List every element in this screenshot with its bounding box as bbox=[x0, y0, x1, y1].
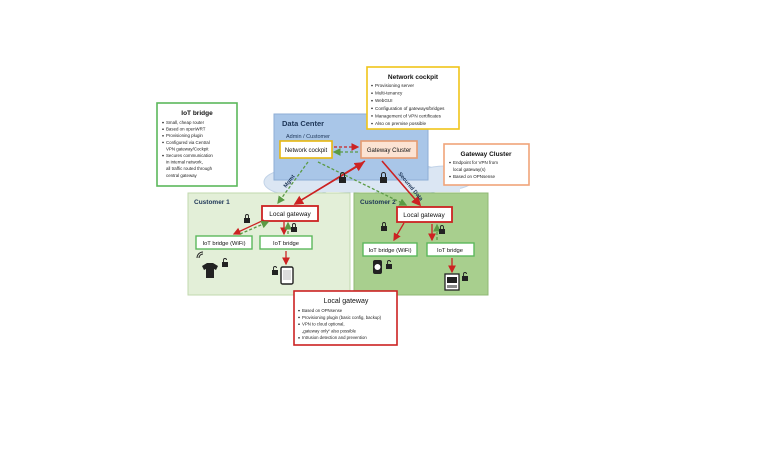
data-center-title: Data Center bbox=[282, 119, 324, 128]
note-list-item: Based on openWRT bbox=[166, 127, 206, 132]
customer1-local-gateway: Local gateway bbox=[261, 205, 319, 222]
smartphone-icon bbox=[280, 266, 294, 285]
customer2-iot-bridge-wifi: IoT bridge (WiFi) bbox=[362, 242, 418, 257]
note-list-item: Intrusion detection and prevention bbox=[302, 335, 367, 340]
note-list-item: Provisioning server bbox=[375, 83, 415, 88]
open-lock-icon bbox=[222, 258, 228, 267]
gateway-cluster-note: Gateway Cluster Endpoint for VPN from loc… bbox=[443, 143, 530, 186]
customer2-title: Customer 2 bbox=[360, 199, 396, 206]
lock-icon bbox=[381, 222, 387, 231]
bullet-icon bbox=[371, 99, 373, 102]
network-cockpit-label: Network cockpit bbox=[285, 148, 328, 154]
customer2-iot-bridge-label: IoT bridge bbox=[437, 248, 463, 254]
gateway-cluster-note-title: Gateway Cluster bbox=[461, 151, 512, 158]
lock-icon bbox=[291, 223, 297, 232]
network-cockpit-note-title: Network cockpit bbox=[388, 74, 439, 81]
local-gateway-note: Local gateway Based on OPNsenseProvision… bbox=[293, 290, 398, 346]
note-list-item: WebGUI bbox=[375, 98, 393, 103]
customer1-iot-bridge: IoT bridge bbox=[259, 235, 313, 250]
note-list-item: central gateway bbox=[166, 173, 198, 178]
note-list-item: „gateway only“ also possible bbox=[302, 328, 357, 333]
iot-bridge-note-title: IoT bridge bbox=[181, 110, 213, 117]
watch-icon bbox=[373, 260, 382, 274]
cockpit-cluster-links bbox=[332, 143, 360, 156]
note-list-item: Provisioning plugin (basic config, backu… bbox=[302, 315, 382, 320]
note-list-item: VPN gateway/Cockpit bbox=[166, 146, 209, 151]
local-gateway-note-title: Local gateway bbox=[324, 298, 369, 305]
note-list-item: Configuration of gateways/bridges bbox=[375, 106, 445, 111]
customer1-local-gateway-label: Local gateway bbox=[269, 211, 311, 218]
note-list-item: VPN to cloud optional, bbox=[302, 322, 345, 327]
network-cockpit-note: Network cockpit Provisioning serverMulti… bbox=[366, 66, 460, 130]
open-lock-icon bbox=[272, 266, 278, 275]
bullet-icon bbox=[449, 175, 451, 178]
bullet-icon bbox=[162, 141, 164, 144]
bullet-icon bbox=[298, 316, 300, 319]
open-lock-icon bbox=[386, 260, 392, 269]
bullet-icon bbox=[371, 115, 373, 117]
note-list-item: all traffic routed through bbox=[166, 166, 213, 171]
customer2-iot-bridge-wifi-label: IoT bridge (WiFi) bbox=[368, 248, 411, 254]
bullet-icon bbox=[449, 161, 451, 164]
lock-icon bbox=[439, 225, 445, 234]
bullet-icon bbox=[298, 337, 300, 339]
customer1-title: Customer 1 bbox=[194, 199, 230, 206]
customer1-iot-bridge-wifi-label: IoT bridge (WiFi) bbox=[202, 241, 245, 247]
wifi-icon bbox=[196, 251, 204, 259]
note-list-item: Based on OPNsense bbox=[453, 174, 496, 179]
terminal-device-icon bbox=[444, 273, 460, 291]
note-list-item: Multi-tenancy bbox=[375, 91, 403, 96]
bullet-icon bbox=[162, 121, 164, 124]
open-lock-icon bbox=[462, 272, 468, 281]
bullet-icon bbox=[162, 128, 164, 130]
lock-icon bbox=[244, 214, 250, 223]
bullet-icon bbox=[371, 122, 373, 125]
tshirt-icon bbox=[202, 263, 218, 278]
gateway-cluster-label: Gateway Cluster bbox=[367, 148, 411, 154]
note-list-item: local gateway(s) bbox=[453, 167, 486, 172]
customer1-iot-bridge-wifi: IoT bridge (WiFi) bbox=[195, 235, 253, 250]
note-list-item: Small, cheap router bbox=[166, 120, 205, 125]
bullet-icon bbox=[371, 84, 373, 87]
network-cockpit-node: Network cockpit bbox=[279, 140, 333, 159]
bullet-icon bbox=[298, 309, 300, 312]
note-list-item: Also on premise possible bbox=[375, 121, 427, 126]
customer1-internal-links bbox=[232, 219, 292, 266]
note-list-item: Endpoint for VPN from bbox=[453, 160, 498, 165]
gateway-cluster-node: Gateway Cluster bbox=[360, 140, 418, 159]
note-list-item: Management of VPN certificates bbox=[375, 113, 442, 118]
customer2-local-gateway-label: Local gateway bbox=[403, 212, 445, 219]
bullet-icon bbox=[371, 92, 373, 94]
bullet-icon bbox=[298, 323, 300, 326]
customer1-iot-bridge-label: IoT bridge bbox=[273, 241, 299, 247]
note-list-item: Provisioning plugin bbox=[166, 133, 203, 138]
lock-icon bbox=[380, 172, 387, 183]
note-list-item: Based on OPNsense bbox=[302, 308, 343, 313]
bullet-icon bbox=[162, 134, 164, 137]
customer2-local-gateway: Local gateway bbox=[396, 206, 453, 223]
bullet-icon bbox=[371, 107, 373, 110]
note-list-item: in internal network, bbox=[166, 160, 203, 165]
customer2-iot-bridge: IoT bridge bbox=[426, 242, 475, 257]
lock-icon bbox=[339, 172, 346, 183]
gateway-cluster-note-list: Endpoint for VPN from local gateway(s) Bas… bbox=[449, 160, 498, 179]
data-center-subtitle: Admin / Customer bbox=[286, 134, 330, 140]
note-list-item: Configured via Central bbox=[166, 140, 210, 145]
note-list-item: Secures communication bbox=[166, 153, 213, 158]
bullet-icon bbox=[162, 154, 164, 157]
customer2-internal-links bbox=[393, 222, 456, 274]
